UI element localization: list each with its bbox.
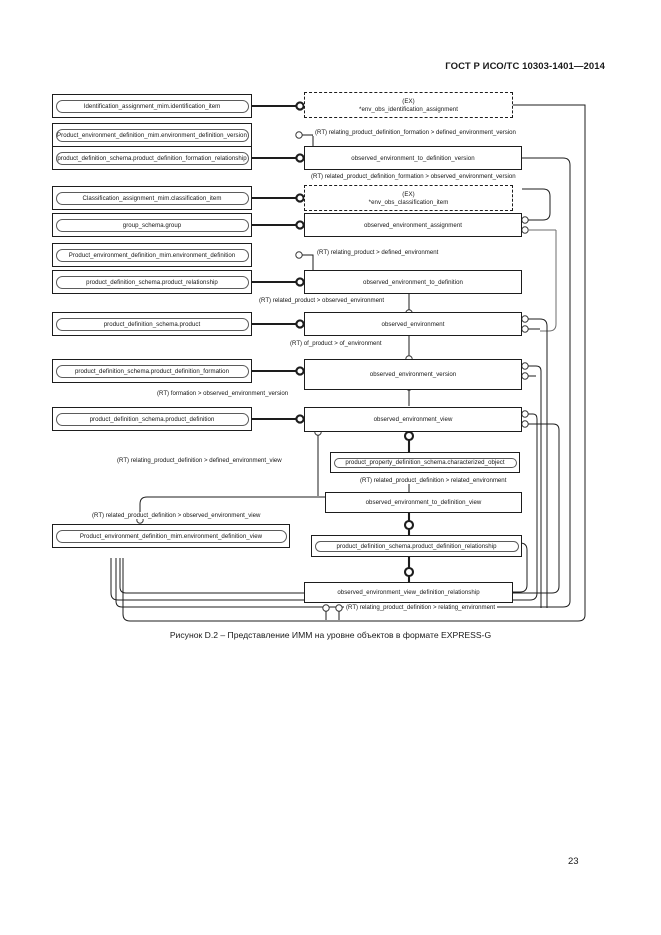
edge-label-relating-pd-relating-environment: (RT) relating_product_definition > relat…: [344, 604, 498, 611]
entity-label: Product_environment_definition_mim.envir…: [55, 529, 287, 543]
entity-label: product_property_definition_schema.chara…: [333, 457, 517, 468]
edge-label-relating-pdf-defined-env-version: (RT) relating_product_definition_formati…: [313, 129, 518, 136]
entity-label: product_definition_schema.product: [55, 317, 249, 331]
ex-tag: (EX): [402, 97, 415, 105]
entity-label: Identification_assignment_mim.identifica…: [55, 99, 249, 113]
entity-label: product_definition_schema.product_relati…: [55, 275, 249, 289]
entity-environment-definition-view[interactable]: Product_environment_definition_mim.envir…: [52, 524, 290, 548]
entity-label: product_definition_schema.product_defini…: [314, 540, 519, 552]
entity-label: product_definition_schema.product_defini…: [55, 364, 249, 378]
entity-label: observed_environment: [381, 320, 445, 328]
entity-product[interactable]: product_definition_schema.product: [52, 312, 252, 336]
page-number: 23: [568, 856, 579, 867]
entity-environment-definition[interactable]: Product_environment_definition_mim.envir…: [52, 243, 252, 267]
entity-product-definition-formation-relationship[interactable]: product_definition_schema.produсt_defini…: [52, 146, 252, 170]
document-header: ГОСТ Р ИСО/ТС 10303-1401—2014: [445, 61, 605, 72]
entity-label: Classification_assignment_mim.classifica…: [55, 191, 249, 205]
entity-label: *env_obs_identification_assignment: [359, 105, 458, 113]
entity-classification-item[interactable]: Classification_assignment_mim.classifica…: [52, 186, 252, 210]
edge-label-relating-product-defined-env: (RT) relating_product > defined_environm…: [315, 249, 441, 256]
entity-label: product_definition_schema.produсt_defini…: [55, 151, 249, 165]
entity-observed-environment-view-definition-relationship[interactable]: observed_environment_view_definition_rel…: [304, 582, 513, 603]
entity-label: observed_environment_version: [369, 371, 457, 378]
entity-label: product_definition_schema.product_defini…: [55, 412, 249, 426]
entity-observed-environment-to-definition-view[interactable]: observed_environment_to_definition_view: [325, 492, 522, 513]
figure-caption: Рисунок D.2 – Представление ИММ на уровн…: [169, 630, 492, 640]
entity-observed-environment-version[interactable]: observed_environment_version: [304, 359, 522, 390]
entity-product-definition-formation[interactable]: product_definition_schema.product_defini…: [52, 359, 252, 383]
entity-label: group_schema.group: [55, 218, 249, 232]
entity-identification-item[interactable]: Identification_assignment_mim.identifica…: [52, 94, 252, 118]
entity-characterized-object[interactable]: product_property_definition_schema.chara…: [330, 452, 520, 473]
entity-product-definition-relationship[interactable]: product_definition_schema.product_defini…: [311, 535, 522, 557]
entity-observed-environment-view[interactable]: observed_environment_view: [304, 407, 522, 432]
entity-group[interactable]: group_schema.group: [52, 213, 252, 237]
entity-observed-environment-assignment[interactable]: observed_environment_assignment: [304, 213, 522, 237]
entity-observed-environment[interactable]: observed_environment: [304, 312, 522, 336]
entity-label: observed_environment_to_definition: [363, 278, 463, 286]
edge-label-of-product-of-environment: (RT) of_product > of_environment: [288, 340, 384, 347]
entity-label: observed_environment_assignment: [363, 221, 463, 229]
entity-product-relationship[interactable]: product_definition_schema.product_relati…: [52, 270, 252, 294]
ex-tag: (EX): [402, 190, 415, 198]
edge-label-formation-observed-env-version: (RT) formation > observed_environment_ve…: [155, 390, 291, 397]
entity-label: Product_environment_definition_mim.envir…: [55, 248, 249, 262]
entity-label: observed_environment_view: [373, 416, 453, 423]
edge-label-related-product-observed-env: (RT) related_product > observed_environm…: [257, 297, 387, 304]
entity-label: Product_environment_definition_mim.envir…: [55, 128, 249, 142]
entity-label: observed_environment_to_definition_versi…: [351, 154, 475, 162]
entity-label: observed_environment_to_definition_view: [365, 499, 482, 506]
entity-ex-env-obs-classification-item[interactable]: (EX) *env_obs_classification_item: [304, 185, 513, 211]
edge-label-related-pdf-observed-env-version: (RT) related_product_definition_formatio…: [309, 173, 518, 180]
edge-label-related-pd-observed-env-view: (RT) related_product_definition > observ…: [90, 512, 263, 519]
entity-product-definition[interactable]: product_definition_schema.product_defini…: [52, 407, 252, 431]
edge-label-relating-pd-defined-env-view: (RT) relating_product_definition > defin…: [115, 457, 284, 464]
entity-label: *env_obs_classification_item: [368, 198, 449, 206]
entity-environment-definition-version[interactable]: Product_environment_definition_mim.envir…: [52, 123, 252, 147]
entity-label: observed_environment_view_definition_rel…: [337, 589, 480, 596]
entity-ex-env-obs-identification-assignment[interactable]: (EX) *env_obs_identification_assignment: [304, 92, 513, 118]
edge-label-related-pd-related-environment: (RT) related_product_definition > relate…: [358, 477, 509, 484]
diagram-connectors: [110, 101, 586, 622]
express-g-diagram: Identification_assignment_mim.identifica…: [0, 88, 661, 623]
entity-observed-environment-to-definition[interactable]: observed_environment_to_definition: [304, 270, 522, 294]
entity-observed-environment-to-definition-version[interactable]: observed_environment_to_definition_versi…: [304, 146, 522, 170]
